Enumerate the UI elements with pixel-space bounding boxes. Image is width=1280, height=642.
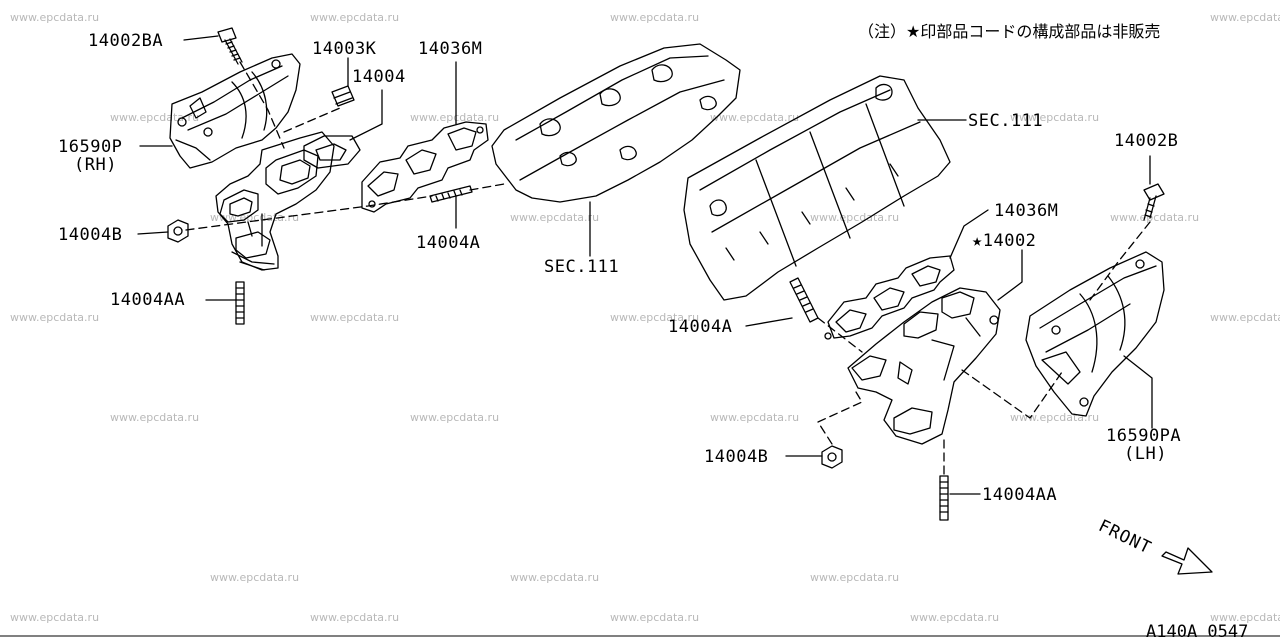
gasket-14004 — [303, 135, 361, 169]
stud-14004AA-lh — [939, 475, 949, 521]
gasket-14036M-lh — [824, 255, 955, 340]
label-14003K[interactable]: 14003K — [312, 39, 377, 59]
watermark: www.epcdata.ru — [610, 311, 700, 324]
exhaust-manifold-lh — [847, 287, 1001, 445]
label-14004A-rh[interactable]: 14004A — [416, 233, 481, 253]
stud-14004A-rh — [429, 185, 473, 203]
guide-lines-lh — [817, 221, 1151, 477]
watermark: www.epcdata.ru — [10, 611, 100, 624]
watermark: www.epcdata.ru — [210, 571, 300, 584]
watermark: www.epcdata.ru — [910, 611, 1000, 624]
watermark: www.epcdata.ru — [110, 111, 200, 124]
label-14004AA-lh[interactable]: 14004AA — [982, 485, 1058, 505]
watermark: www.epcdata.ru — [1110, 211, 1200, 224]
nut-14004B-lh — [821, 445, 843, 469]
watermark: www.epcdata.ru — [510, 571, 600, 584]
label-sec111-upper[interactable]: SEC.111 — [968, 111, 1044, 131]
exhaust-manifold-rh — [215, 131, 335, 271]
label-14002BA[interactable]: 14002BA — [88, 31, 164, 51]
watermark: www.epcdata.ru — [810, 571, 900, 584]
plug-14003K — [331, 85, 355, 107]
watermark: www.epcdata.ru — [10, 311, 100, 324]
watermark: www.epcdata.ru — [1210, 611, 1280, 624]
label-14004[interactable]: 14004 — [352, 67, 406, 87]
watermark: www.epcdata.ru — [710, 111, 800, 124]
label-14004B-rh[interactable]: 14004B — [58, 225, 123, 245]
watermark: www.epcdata.ru — [610, 11, 700, 24]
label-sec111-lower[interactable]: SEC.111 — [544, 257, 620, 277]
watermark: www.epcdata.ru — [1210, 311, 1280, 324]
diagram-code: A140A 0547 — [1146, 622, 1249, 642]
watermark: www.epcdata.ru — [610, 611, 700, 624]
guide-lines-rh — [185, 61, 505, 231]
watermark: www.epcdata.ru — [310, 311, 400, 324]
watermark: www.epcdata.ru — [1210, 11, 1280, 24]
watermark: www.epcdata.ru — [410, 411, 500, 424]
watermark: www.epcdata.ru — [410, 111, 500, 124]
label-14036M-rh[interactable]: 14036M — [418, 39, 483, 59]
label-lh: (LH) — [1124, 444, 1167, 464]
watermark: www.epcdata.ru — [310, 611, 400, 624]
label-14002B[interactable]: 14002B — [1114, 131, 1179, 151]
watermark: www.epcdata.ru — [710, 411, 800, 424]
label-14036M-lh[interactable]: 14036M — [994, 201, 1059, 221]
stud-14004AA-rh — [235, 281, 245, 325]
leader-lines-rh — [137, 35, 591, 301]
cylinder-head-rh — [491, 43, 741, 203]
label-rh: (RH) — [74, 155, 117, 175]
watermark: www.epcdata.ru — [10, 11, 100, 24]
label-16590PA[interactable]: 16590PA — [1106, 426, 1182, 446]
label-16590P[interactable]: 16590P — [58, 137, 123, 157]
non-sale-note: （注）★印部品コードの構成部品は非販売 — [858, 22, 1161, 41]
bolt-14002B — [1143, 183, 1165, 221]
cylinder-head-lh — [683, 75, 951, 301]
label-14004B-lh[interactable]: 14004B — [704, 447, 769, 467]
gasket-14036M-rh — [361, 121, 489, 213]
label-14002-star[interactable]: ★14002 — [972, 231, 1037, 251]
watermark: www.epcdata.ru — [310, 11, 400, 24]
leader-lines-lh — [745, 119, 1153, 495]
watermark: www.epcdata.ru — [810, 211, 900, 224]
label-14004AA-rh[interactable]: 14004AA — [110, 290, 186, 310]
front-arrow — [1161, 547, 1213, 575]
watermark: www.epcdata.ru — [510, 211, 600, 224]
nut-14004B-rh — [167, 219, 189, 243]
stud-14004A-lh — [789, 277, 819, 323]
watermark: www.epcdata.ru — [110, 411, 200, 424]
bolt-14002BA — [217, 27, 243, 65]
label-14004A-lh[interactable]: 14004A — [668, 317, 733, 337]
heat-shield-lh — [1025, 251, 1165, 417]
heat-shield-rh — [169, 53, 301, 169]
watermark: www.epcdata.ru — [1010, 111, 1100, 124]
